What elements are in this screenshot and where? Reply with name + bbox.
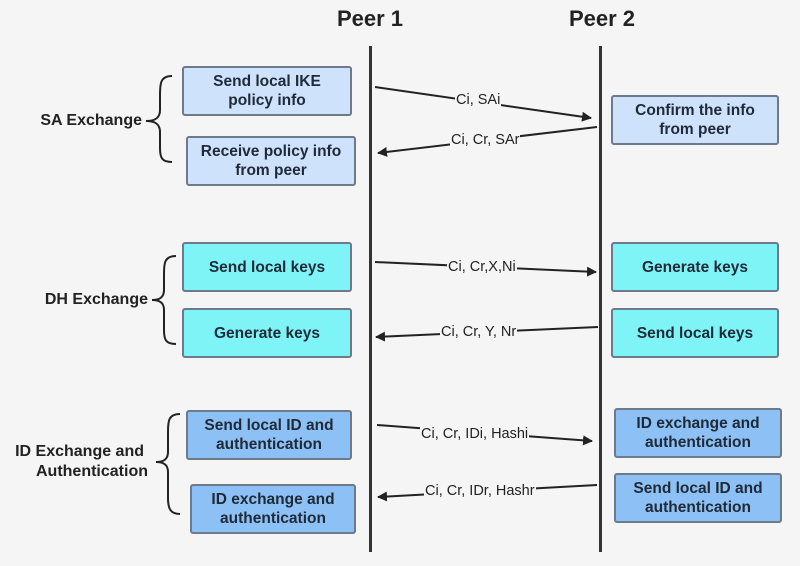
dh-msg2-label: Ci, Cr, Y, Nr (440, 323, 518, 341)
id-msg1-label: Ci, Cr, IDi, Hashi (420, 425, 530, 443)
sa-msg2-label: Ci, Cr, SAr (450, 131, 521, 149)
send-keys-left-box: Send local keys (182, 242, 352, 292)
id-exchange-label-line2: Authentication (36, 463, 148, 480)
id-exchange-right-box: ID exchange and authentication (614, 408, 782, 458)
sa-brace (145, 75, 173, 163)
id-exchange-label-line1: ID Exchange and (15, 443, 144, 460)
send-policy-box: Send local IKE policy info (182, 66, 352, 116)
id-brace (155, 413, 181, 515)
dh-exchange-label: DH Exchange (44, 291, 148, 308)
peer1-label: Peer 1 (336, 6, 404, 31)
dh-msg1-label: Ci, Cr,X,Ni (447, 258, 517, 276)
peer2-label: Peer 2 (568, 6, 636, 31)
send-id-right-box: Send local ID and authentication (614, 473, 782, 523)
send-keys-right-box: Send local keys (611, 308, 779, 358)
generate-keys-left-box: Generate keys (182, 308, 352, 358)
receive-policy-box: Receive policy info from peer (186, 136, 356, 186)
peer2-lifeline (599, 46, 602, 552)
dh-brace (151, 255, 177, 345)
sa-exchange-label: SA Exchange (40, 112, 142, 129)
sa-msg1-label: Ci, SAi (455, 91, 502, 109)
generate-keys-right-box: Generate keys (611, 242, 779, 292)
confirm-info-box: Confirm the info from peer (611, 95, 779, 145)
send-id-left-box: Send local ID and authentication (186, 410, 352, 460)
id-msg2-label: Ci, Cr, IDr, Hashr (424, 482, 536, 500)
peer1-lifeline (369, 46, 372, 552)
id-exchange-left-box: ID exchange and authentication (190, 484, 356, 534)
